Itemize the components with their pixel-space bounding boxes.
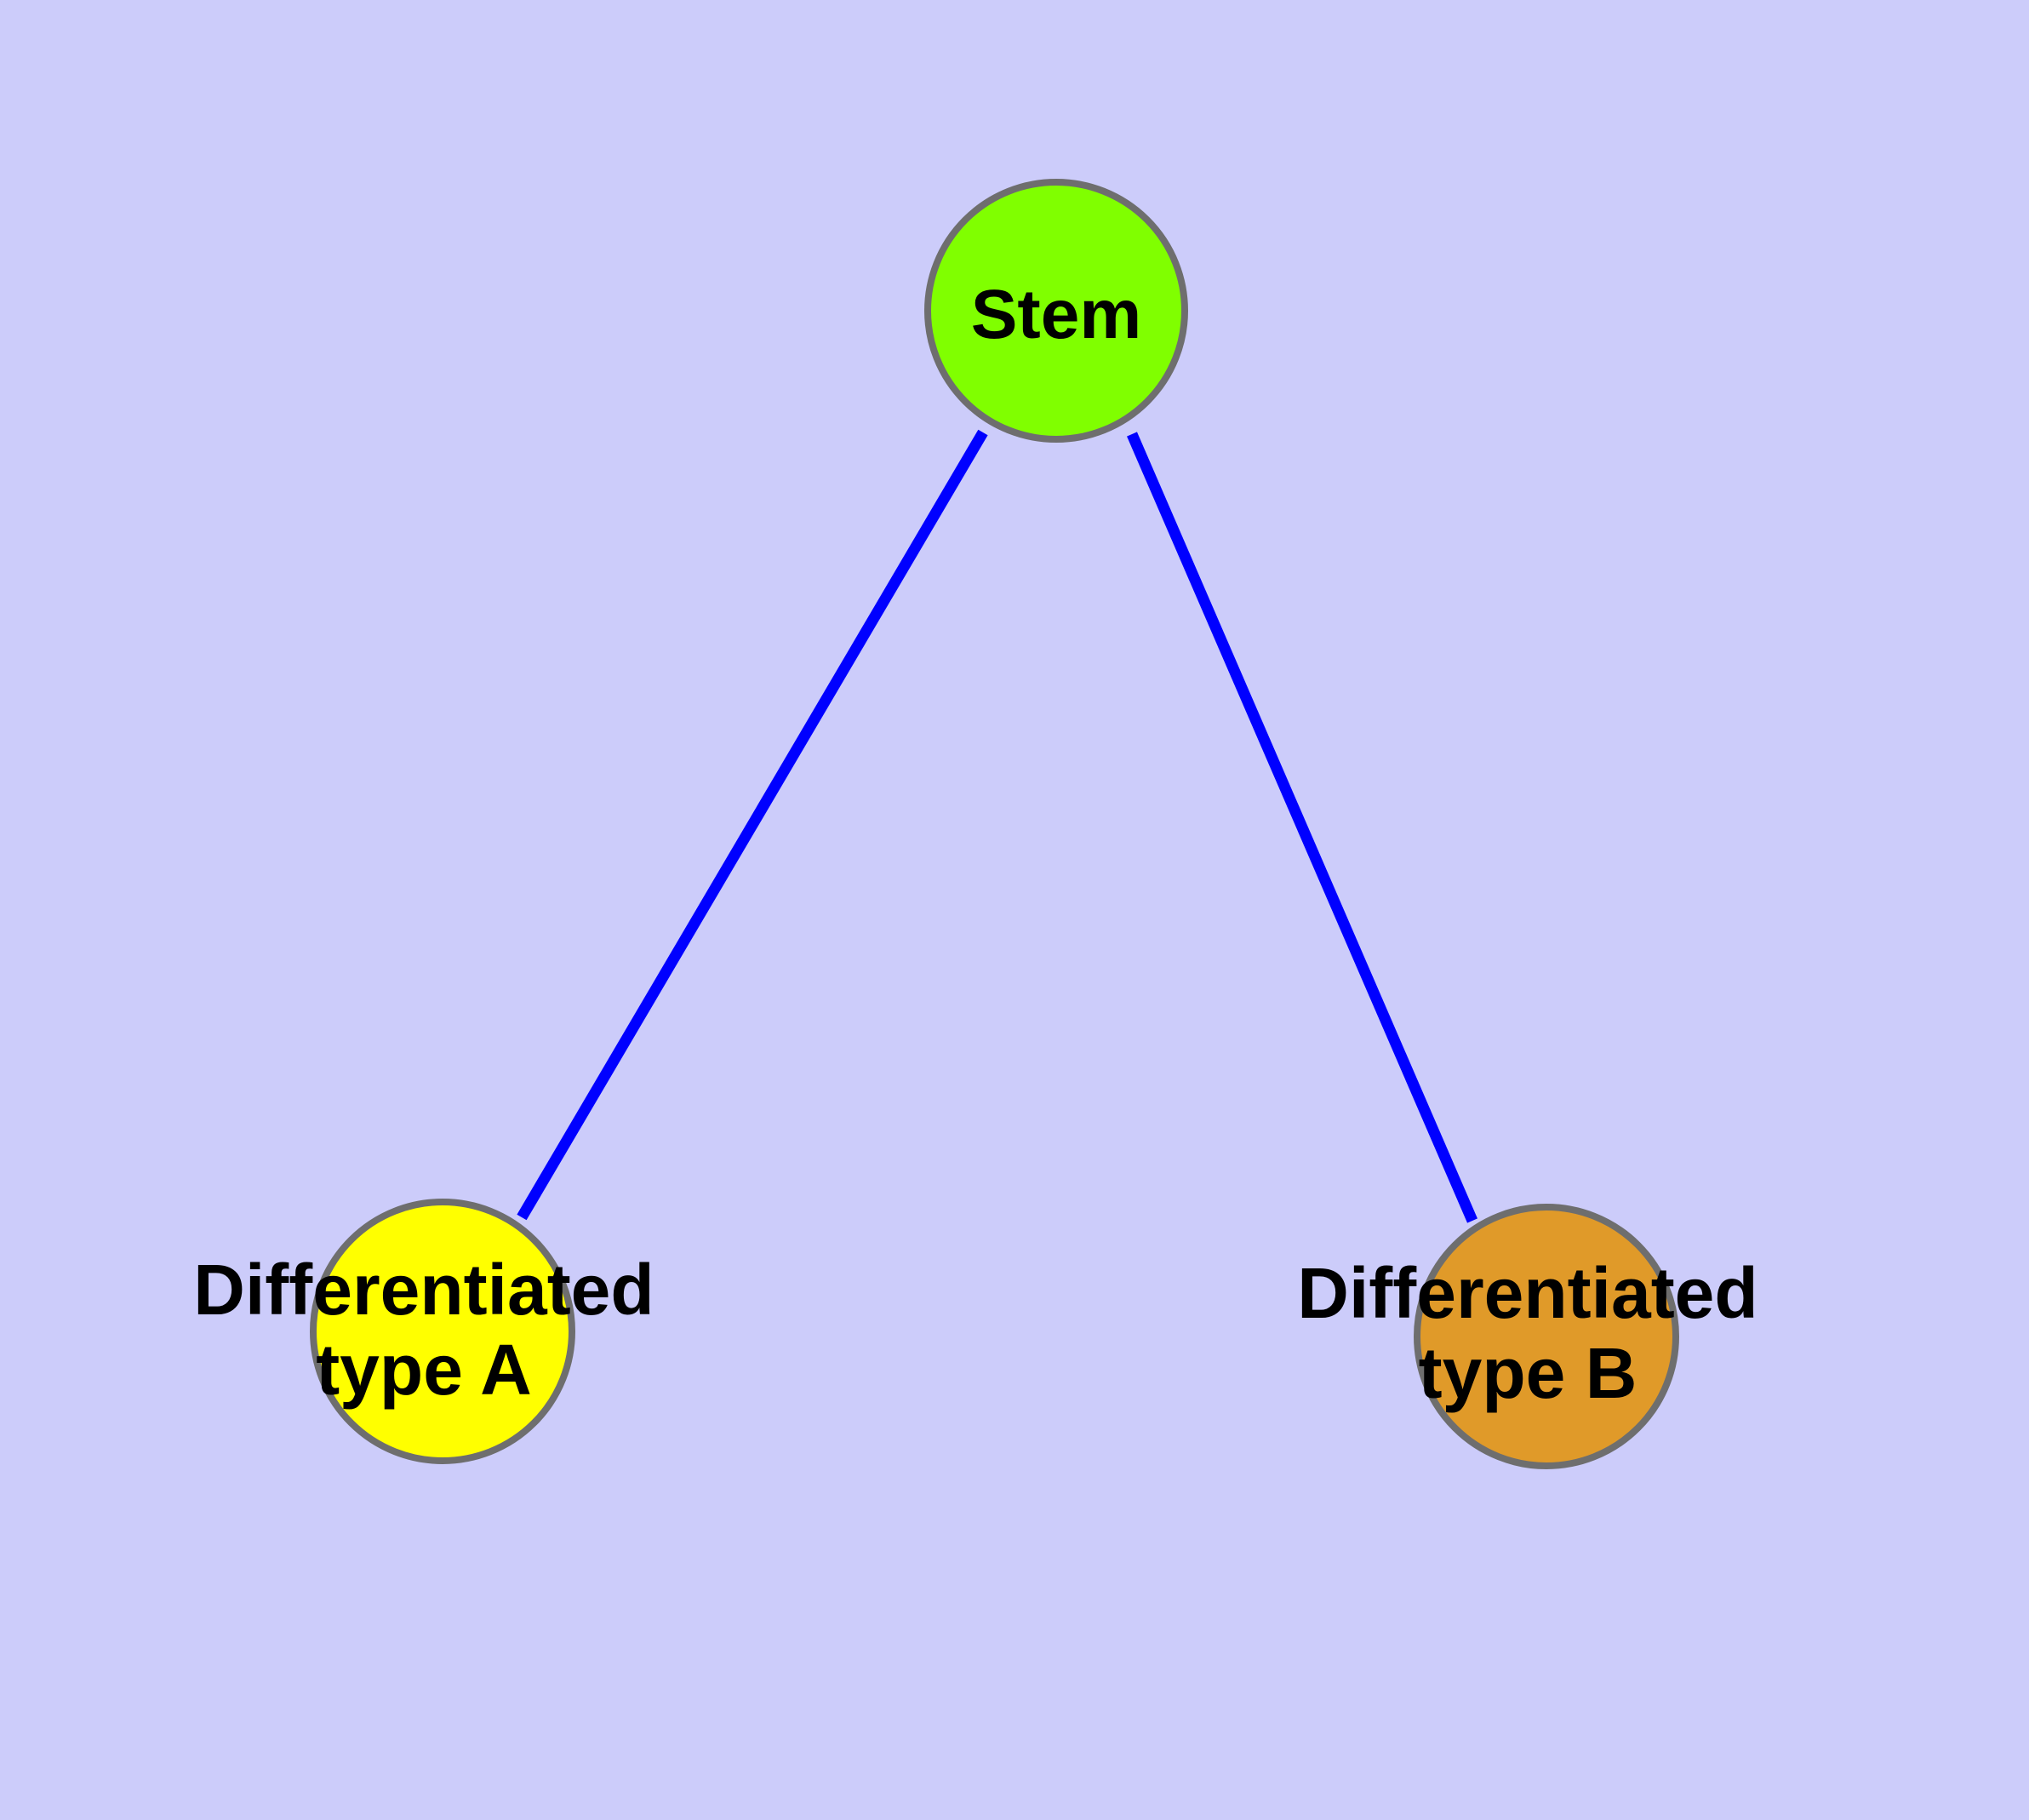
- node-layer: [310, 179, 1679, 1469]
- edge-layer: [517, 429, 1477, 1223]
- edge-stem-to-type-b[interactable]: [1127, 432, 1477, 1223]
- node-differentiated-type-b[interactable]: [1414, 1204, 1679, 1469]
- edge-stem-to-type-a[interactable]: [517, 429, 988, 1221]
- node-differentiated-type-a[interactable]: [310, 1199, 575, 1464]
- node-stem[interactable]: [924, 179, 1188, 443]
